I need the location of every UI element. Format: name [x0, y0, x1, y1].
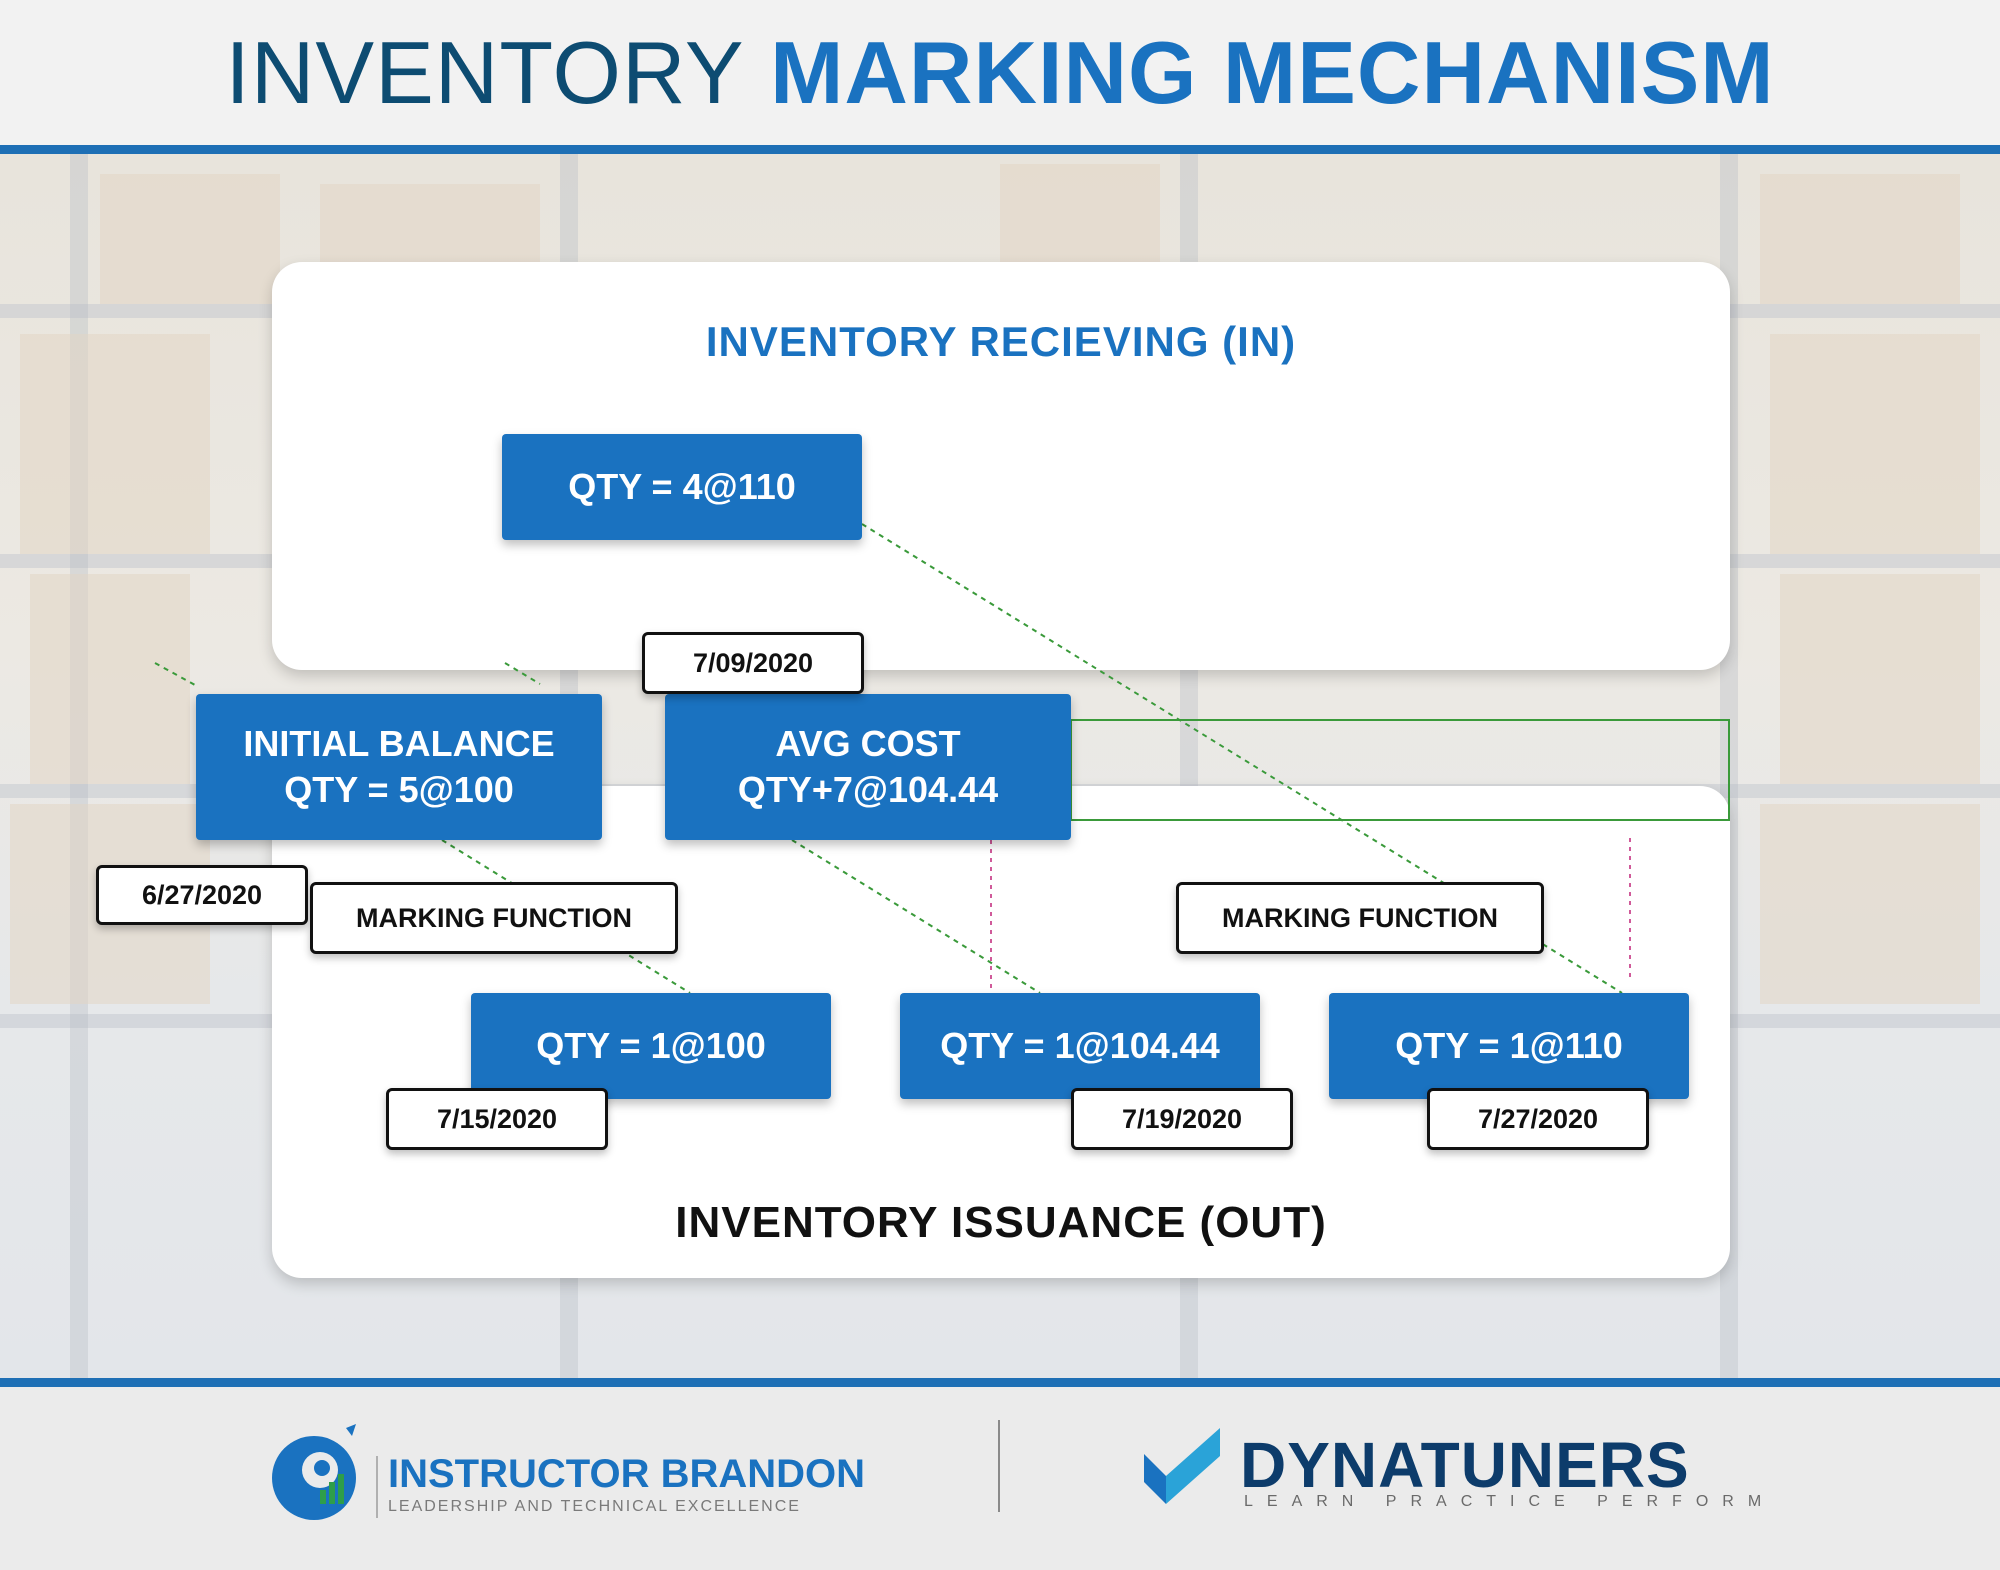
title-part-inventory: INVENTORY — [225, 23, 745, 122]
avg-cost-date-text: 7/09/2020 — [692, 647, 814, 678]
issuance-qty-text-1: QTY = 1@100 — [536, 1025, 766, 1066]
instructor-tagline: LEADERSHIP AND TECHNICAL EXCELLENCE — [388, 1498, 801, 1515]
marking-function-label-left: MARKING FUNCTION — [310, 882, 678, 954]
instructor-name: INSTRUCTOR BRANDON — [388, 1452, 866, 1496]
brand-tagline: LEARN PRACTICE PERFORM — [1244, 1493, 1776, 1510]
issuance-qty-box-2: QTY = 1@104.44 — [900, 993, 1260, 1099]
receiving-qty-text: QTY = 4@110 — [568, 466, 796, 507]
avg-cost-line1: AVG COST — [775, 723, 961, 764]
issuance-qty-text-3: QTY = 1@110 — [1395, 1025, 1623, 1066]
issuance-date-label-3: 7/27/2020 — [1427, 1088, 1649, 1150]
issuance-date-text-1: 7/15/2020 — [436, 1103, 558, 1134]
header-bar — [0, 0, 2000, 145]
issuance-qty-box-3: QTY = 1@110 — [1329, 993, 1689, 1099]
marking-function-label-right: MARKING FUNCTION — [1176, 882, 1544, 954]
instructor-brandon-logo-icon — [272, 1424, 356, 1520]
footer-divider-rule — [0, 1378, 2000, 1387]
receiving-qty-box: QTY = 4@110 — [502, 434, 862, 540]
marking-function-text-left: MARKING FUNCTION — [356, 902, 632, 933]
footer-logo-divider — [998, 1420, 1000, 1512]
dynatuners-logo-icon — [1144, 1428, 1220, 1504]
marking-function-text-right: MARKING FUNCTION — [1222, 902, 1498, 933]
instructor-logo-separator — [376, 1456, 378, 1518]
initial-balance-line1: INITIAL BALANCE — [243, 723, 555, 764]
initial-balance-date-label: 6/27/2020 — [96, 865, 308, 925]
header-divider — [0, 145, 2000, 154]
issuance-date-label-2: 7/19/2020 — [1071, 1088, 1293, 1150]
issuance-date-text-3: 7/27/2020 — [1477, 1103, 1599, 1134]
issuance-qty-text-2: QTY = 1@104.44 — [940, 1025, 1220, 1066]
avg-cost-box: AVG COST QTY+7@104.44 — [665, 694, 1071, 840]
avg-cost-line2: QTY+7@104.44 — [737, 769, 999, 810]
issuance-date-text-2: 7/19/2020 — [1121, 1103, 1243, 1134]
initial-balance-line2: QTY = 5@100 — [284, 769, 514, 810]
issuance-qty-box-1: QTY = 1@100 — [471, 993, 831, 1099]
receiving-title: INVENTORY RECIEVING (IN) — [705, 318, 1297, 365]
brand-name: DYNATUNERS — [1240, 1429, 1690, 1501]
page-title: INVENTORY MARKING MECHANISM — [0, 22, 2000, 124]
issuance-date-label-1: 7/15/2020 — [386, 1088, 608, 1150]
initial-balance-box: INITIAL BALANCE QTY = 5@100 — [196, 694, 602, 840]
title-part-marking-mechanism: MARKING MECHANISM — [770, 23, 1775, 122]
initial-balance-date-text: 6/27/2020 — [141, 879, 263, 910]
issuance-title: INVENTORY ISSUANCE (OUT) — [675, 1198, 1327, 1247]
avg-cost-date-label: 7/09/2020 — [642, 632, 864, 694]
